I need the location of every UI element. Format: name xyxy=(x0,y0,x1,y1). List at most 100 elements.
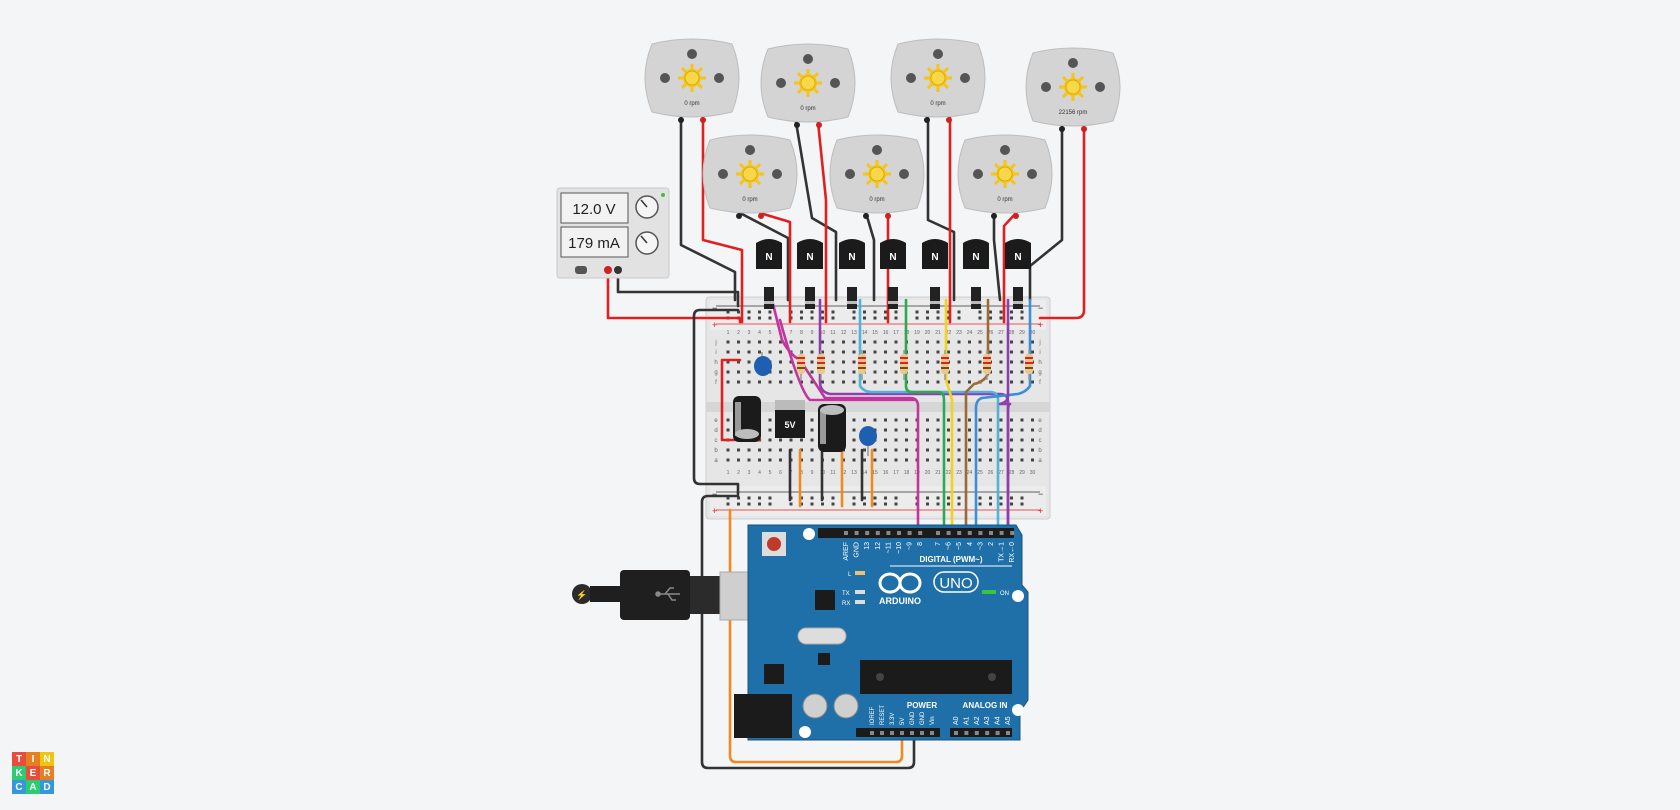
analog-pin[interactable] xyxy=(1006,731,1010,735)
digital-pin[interactable] xyxy=(989,531,993,535)
dc-motor[interactable]: 0 rpm xyxy=(890,38,986,123)
digital-pin-label: 13 xyxy=(864,542,871,550)
motor-rpm-label: 0 rpm xyxy=(742,197,757,203)
power-pin[interactable] xyxy=(930,731,934,735)
power-supply[interactable]: 12.0 V 179 mA xyxy=(556,187,670,279)
dc-motor[interactable]: 0 rpm xyxy=(829,134,925,219)
digital-pin-label: ~9 xyxy=(907,542,914,550)
psu-current-display: 179 mA xyxy=(568,235,620,252)
logo-letter: A xyxy=(26,780,40,794)
analog-pin[interactable] xyxy=(985,731,990,735)
npn-transistor[interactable]: N xyxy=(797,239,823,309)
sun-icon xyxy=(792,67,824,99)
digital-pin[interactable] xyxy=(1010,531,1015,535)
transistors[interactable]: N N N N N N N xyxy=(756,239,1031,309)
digital-pin-header[interactable] xyxy=(844,531,1015,535)
column-number: 11 xyxy=(830,470,835,476)
psu-positive-terminal[interactable] xyxy=(604,266,612,274)
column-number: 15 xyxy=(872,330,878,336)
column-number: 2 xyxy=(737,330,740,336)
resistor[interactable] xyxy=(941,350,949,380)
column-number: 4 xyxy=(758,330,761,336)
logo-letter: D xyxy=(40,780,54,794)
voltage-regulator[interactable]: 5V xyxy=(775,400,805,438)
resistor[interactable] xyxy=(797,350,805,380)
digital-pin[interactable] xyxy=(978,531,983,535)
dc-power-jack[interactable] xyxy=(734,694,792,738)
wires[interactable] xyxy=(606,116,1086,770)
power-pin[interactable] xyxy=(890,731,894,735)
dc-motor[interactable]: 22156 rpm xyxy=(1025,47,1121,132)
psu-power-switch[interactable] xyxy=(575,266,587,274)
analog-pin-header[interactable] xyxy=(954,731,1010,735)
digital-pin-label: ~6 xyxy=(946,542,953,550)
power-pin[interactable] xyxy=(920,731,924,735)
lightning-icon: ⚡ xyxy=(576,589,587,601)
digital-pin[interactable] xyxy=(999,531,1004,535)
dc-motors[interactable]: 0 rpm 0 rpm 0 rpm 22156 rpm xyxy=(644,38,1121,219)
power-pin-label: 5V xyxy=(900,718,906,725)
analog-pin[interactable] xyxy=(974,731,979,735)
analog-pin[interactable] xyxy=(995,731,1000,735)
npn-transistor[interactable]: N xyxy=(756,239,782,309)
resistor[interactable] xyxy=(817,350,825,380)
column-number: 12 xyxy=(841,470,847,476)
dc-motor[interactable]: 0 rpm xyxy=(760,43,856,128)
dc-motor[interactable]: 0 rpm xyxy=(957,134,1053,219)
electrolytic-capacitor[interactable] xyxy=(818,404,846,452)
column-number: 5 xyxy=(769,470,772,476)
npn-transistor[interactable]: N xyxy=(922,239,948,309)
npn-transistor[interactable]: N xyxy=(963,239,989,309)
power-pin[interactable] xyxy=(900,731,904,735)
digital-pin[interactable] xyxy=(897,531,901,535)
npn-transistor[interactable]: N xyxy=(839,239,865,309)
digital-pin[interactable] xyxy=(875,531,880,535)
npn-transistor[interactable]: N xyxy=(880,239,906,309)
digital-pin[interactable] xyxy=(957,531,962,535)
row-letter: i xyxy=(1039,350,1040,356)
digital-pin[interactable] xyxy=(946,531,951,535)
power-pin[interactable] xyxy=(870,731,874,735)
digital-pin-label: 7 xyxy=(935,542,942,546)
electrolytic-capacitor[interactable] xyxy=(733,396,761,442)
wire-signal-yellow xyxy=(944,298,954,538)
digital-pin[interactable] xyxy=(936,531,940,535)
resistor[interactable] xyxy=(1025,350,1033,380)
digital-pin[interactable] xyxy=(886,531,891,535)
resistor[interactable] xyxy=(858,350,866,380)
resistor[interactable] xyxy=(900,350,908,380)
dc-motor[interactable]: 0 rpm xyxy=(644,38,740,123)
wire-signal-purple-2 xyxy=(998,298,1012,538)
resistors[interactable] xyxy=(797,350,1033,380)
digital-pin[interactable] xyxy=(844,531,848,535)
digital-pin[interactable] xyxy=(907,531,912,535)
wire-motor4-black xyxy=(864,211,876,302)
power-pin-label: 3.3V xyxy=(890,713,896,725)
power-pin[interactable] xyxy=(910,731,914,735)
arduino-board-name: UNO xyxy=(939,575,972,592)
digital-pin[interactable] xyxy=(967,531,972,535)
column-number: 20 xyxy=(925,470,931,476)
row-letter: c xyxy=(715,438,718,444)
power-pin[interactable] xyxy=(880,731,884,735)
analog-pin-label: A0 xyxy=(953,716,960,725)
npn-transistor[interactable]: N xyxy=(1005,239,1031,309)
digital-pin[interactable] xyxy=(918,531,923,535)
power-pin-header[interactable] xyxy=(870,731,934,735)
psu-negative-terminal[interactable] xyxy=(614,266,622,274)
ceramic-capacitor[interactable] xyxy=(859,426,877,456)
digital-pin[interactable] xyxy=(865,531,870,535)
digital-pin[interactable] xyxy=(854,531,859,535)
row-letter: j xyxy=(1038,340,1040,346)
analog-pin[interactable] xyxy=(954,731,958,735)
analog-pin[interactable] xyxy=(964,731,969,735)
resistor[interactable] xyxy=(983,350,991,380)
digital-header-label: DIGITAL (PWM~) xyxy=(919,555,982,564)
dc-motor[interactable]: 0 rpm xyxy=(702,134,798,219)
ceramic-capacitor[interactable] xyxy=(754,352,772,376)
svg-text:N: N xyxy=(848,252,855,263)
wire-motor7-red xyxy=(1038,125,1086,320)
